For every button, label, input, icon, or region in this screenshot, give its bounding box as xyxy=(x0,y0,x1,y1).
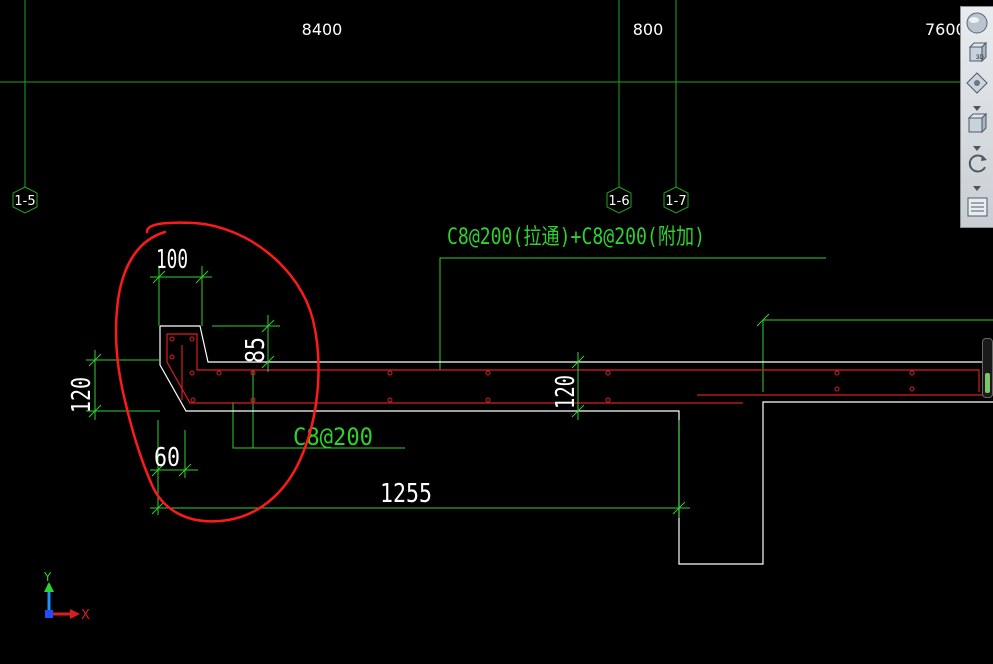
svg-text:1-6: 1-6 xyxy=(608,194,629,209)
svg-text:3D: 3D xyxy=(976,55,984,61)
zoom-slider-thumb[interactable] xyxy=(985,373,990,393)
dim-120-left: 120 xyxy=(67,377,97,413)
red-annotation-circle xyxy=(114,221,320,523)
grid-dim-800: 800 xyxy=(633,20,664,39)
dim-120-mid: 120 xyxy=(551,375,581,409)
dim-85: 85 xyxy=(241,337,271,363)
axis-bubble-1-7[interactable]: 1-7 xyxy=(663,186,689,214)
zoom-slider[interactable] xyxy=(982,338,993,398)
rebar-main-label: C8@200(拉通)+C8@200(附加) xyxy=(447,225,705,250)
rebar-lines xyxy=(166,333,993,404)
dim-100: 100 xyxy=(156,245,188,275)
grid-dim-8400: 8400 xyxy=(302,20,343,39)
box-view-icon[interactable] xyxy=(963,109,992,137)
navigation-toolbar: 3D xyxy=(960,6,993,228)
axis-bubble-1-5[interactable]: 1-5 xyxy=(12,186,38,214)
axis-bubble-1-6[interactable]: 1-6 xyxy=(606,186,632,214)
ucs-icon: Y X xyxy=(43,570,90,623)
rebar-dots xyxy=(169,336,915,403)
cube-3d-icon[interactable]: 3D xyxy=(963,39,992,67)
steering-wheel-icon[interactable] xyxy=(963,9,992,37)
dim-60: 60 xyxy=(154,443,180,473)
svg-text:1-7: 1-7 xyxy=(665,194,686,209)
grid-dim-7600: 7600 xyxy=(925,20,966,39)
orbit-diamond-icon[interactable] xyxy=(963,69,992,97)
dim-1255: 1255 xyxy=(380,479,432,509)
ucs-x-label: X xyxy=(81,608,90,623)
view-list-icon[interactable] xyxy=(963,193,992,221)
dimension-lines xyxy=(86,266,770,518)
rebar-leaders xyxy=(232,257,993,449)
rotate-icon[interactable] xyxy=(963,149,992,177)
slab-outline xyxy=(159,325,993,565)
svg-text:1-5: 1-5 xyxy=(14,194,35,209)
grid-lines xyxy=(0,0,993,187)
ucs-y-label: Y xyxy=(43,570,52,584)
